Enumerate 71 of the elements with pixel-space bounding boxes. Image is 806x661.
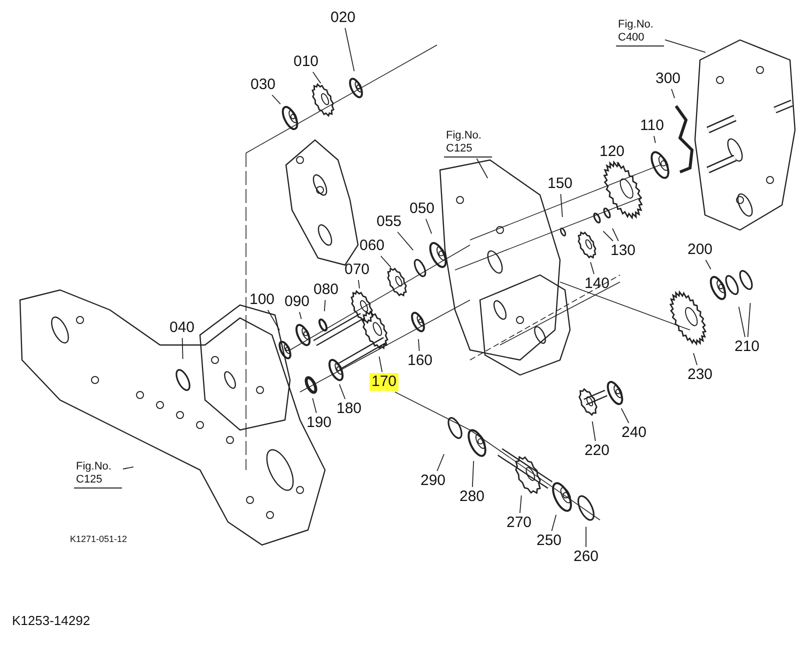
- figure-reference: Fig.No. C125: [444, 128, 492, 158]
- callout-number: 030: [248, 76, 278, 94]
- callout-number: 210: [732, 338, 762, 356]
- callout-number: 130: [608, 242, 638, 260]
- leader-line: [620, 408, 630, 424]
- leader-line: [551, 514, 557, 532]
- leader-line: [267, 310, 280, 331]
- leader-line: [671, 88, 676, 99]
- leader-line: [472, 460, 474, 488]
- callout-number: 260: [571, 548, 601, 566]
- leader-line: [590, 262, 594, 274]
- callout-number: 300: [653, 70, 683, 88]
- drawing-number: K1271-051-12: [70, 534, 128, 544]
- callout-number: 060: [357, 237, 387, 255]
- leader-line: [602, 230, 614, 242]
- callout-number: 040: [167, 319, 197, 337]
- caption: K1253-14292: [12, 613, 90, 628]
- callout-number: 280: [457, 488, 487, 506]
- leader-line: [380, 256, 392, 268]
- callout-number: 050: [407, 200, 437, 218]
- leader-line: [312, 398, 317, 414]
- callout-number: 150: [545, 175, 575, 193]
- figure-reference: Fig.No. C125: [74, 460, 122, 488]
- leader-line: [436, 454, 444, 472]
- leader-line: [182, 338, 184, 360]
- callout-number: 250: [534, 532, 564, 550]
- callout-number: 020: [328, 9, 358, 27]
- leader-line: [612, 228, 619, 242]
- leader-line: [344, 28, 355, 72]
- callout-number: 070: [342, 261, 372, 279]
- callout-number: 170: [369, 373, 399, 391]
- leader-line: [664, 39, 706, 53]
- leader-line: [418, 338, 420, 352]
- callout-number: 010: [291, 53, 321, 71]
- callout-number: 055: [374, 213, 404, 231]
- leader-line: [476, 158, 488, 179]
- callout-number: 110: [638, 117, 666, 135]
- leader-line: [592, 420, 596, 442]
- callout-number: 200: [685, 241, 715, 259]
- leader-line: [378, 356, 383, 372]
- leader-line: [654, 136, 656, 144]
- callout-number: 180: [334, 400, 364, 418]
- callout-number: 220: [582, 442, 612, 460]
- callout-number: 230: [685, 366, 715, 384]
- leader-line: [324, 300, 326, 312]
- leader-line: [397, 232, 414, 251]
- callout-number: 120: [597, 143, 627, 161]
- callout-number: 240: [619, 424, 649, 442]
- callout-number: 190: [304, 414, 334, 432]
- leader-line: [425, 218, 432, 234]
- leader-line: [272, 94, 281, 105]
- callout-number: 140: [582, 275, 612, 293]
- callout-number: 100: [247, 291, 277, 309]
- leader-line: [519, 495, 522, 514]
- leader-line: [299, 312, 302, 320]
- leader-line: [747, 302, 751, 338]
- callout-number: 090: [282, 293, 312, 311]
- leader-line: [312, 72, 322, 84]
- leader-line: [705, 260, 712, 270]
- callout-number: 290: [418, 472, 448, 490]
- leader-line: [693, 352, 698, 366]
- callout-number: 270: [504, 514, 534, 532]
- leader-line: [616, 162, 620, 167]
- callout-number: 160: [405, 352, 435, 370]
- leader-line: [358, 280, 360, 289]
- leader-line: [338, 384, 346, 400]
- figure-reference: Fig.No. C400: [616, 18, 664, 46]
- leader-line: [560, 194, 563, 218]
- leader-line: [122, 466, 134, 470]
- leader-line: [738, 306, 746, 338]
- callout-number: 080: [311, 281, 341, 299]
